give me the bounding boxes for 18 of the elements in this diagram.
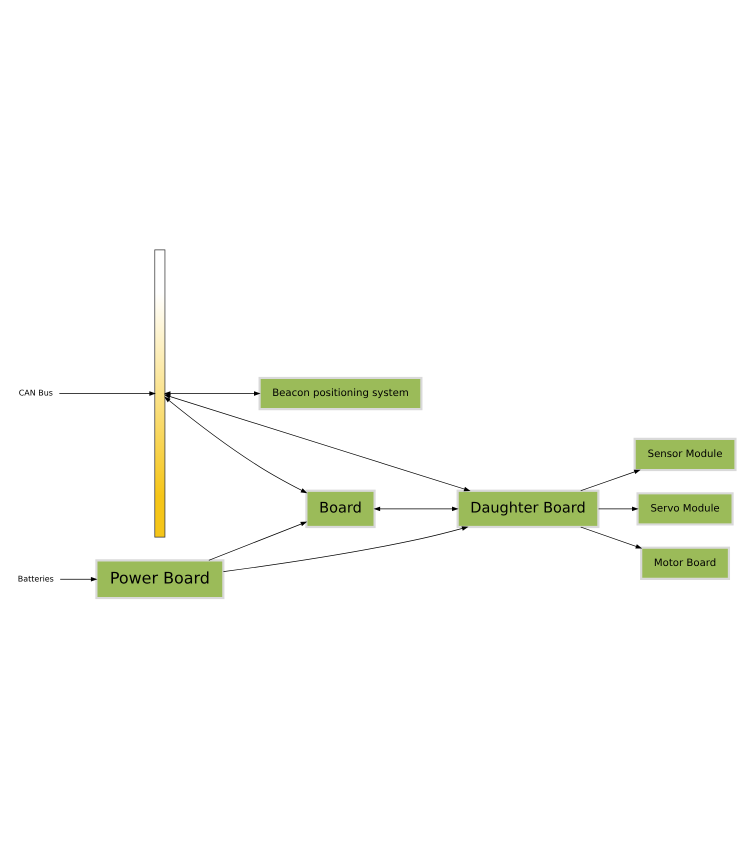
arrow <box>580 526 642 549</box>
node-box: Servo Module <box>636 492 734 526</box>
node-box: Beacon positioning system <box>258 376 422 410</box>
arrow <box>580 470 641 492</box>
arrow <box>164 394 471 492</box>
node-box: Sensor Module <box>634 438 737 472</box>
node-bar <box>154 250 166 538</box>
arrow <box>598 506 639 512</box>
arrow <box>223 526 468 572</box>
node-box: Power Board <box>95 559 224 600</box>
node-box: Daughter Board <box>456 490 600 528</box>
arrow <box>164 396 308 494</box>
arrow <box>60 576 98 582</box>
arrow <box>208 522 308 561</box>
node-box: Board <box>305 490 376 528</box>
node-box: Motor Board <box>640 546 730 580</box>
arrow <box>58 391 156 396</box>
arrow <box>374 506 459 512</box>
